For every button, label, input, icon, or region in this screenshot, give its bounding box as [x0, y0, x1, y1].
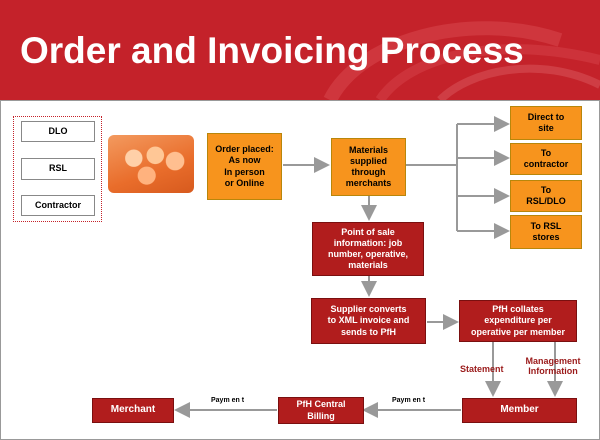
node-contractor: Contractor: [21, 195, 95, 216]
page-title: Order and Invoicing Process: [20, 30, 524, 71]
node-materials-supplied: Materials supplied through merchants: [331, 138, 406, 196]
node-merchant: Merchant: [92, 398, 174, 423]
node-rsl: RSL: [21, 158, 95, 180]
node-direct-to-site: Direct to site: [510, 106, 582, 140]
customer-group-outline: [13, 116, 102, 222]
materials-photo: [108, 135, 194, 193]
header-swirl-decoration: [323, 21, 600, 100]
label-payment-billing: Paym en t: [211, 397, 245, 404]
node-order-placed: Order placed: As now In person or Online: [207, 133, 282, 200]
label-statement: Statement: [460, 364, 504, 374]
node-dlo: DLO: [21, 121, 95, 142]
node-member: Member: [462, 398, 577, 423]
node-to-rsl-dlo: To RSL/DLO: [510, 180, 582, 212]
slide-header: Order and Invoicing Process: [0, 0, 600, 100]
node-pfh-central-billing: PfH Central Billing: [278, 397, 364, 424]
node-supplier-converts: Supplier converts to XML invoice and sen…: [311, 298, 426, 344]
node-pfh-collates: PfH collates expenditure per operative p…: [459, 300, 577, 342]
node-to-contractor: To contractor: [510, 143, 582, 175]
node-to-rsl-stores: To RSL stores: [510, 215, 582, 249]
label-management-information: Management Information: [525, 356, 581, 376]
label-payment-member: Paym en t: [392, 397, 426, 404]
node-point-of-sale: Point of sale information: job number, o…: [312, 222, 424, 276]
